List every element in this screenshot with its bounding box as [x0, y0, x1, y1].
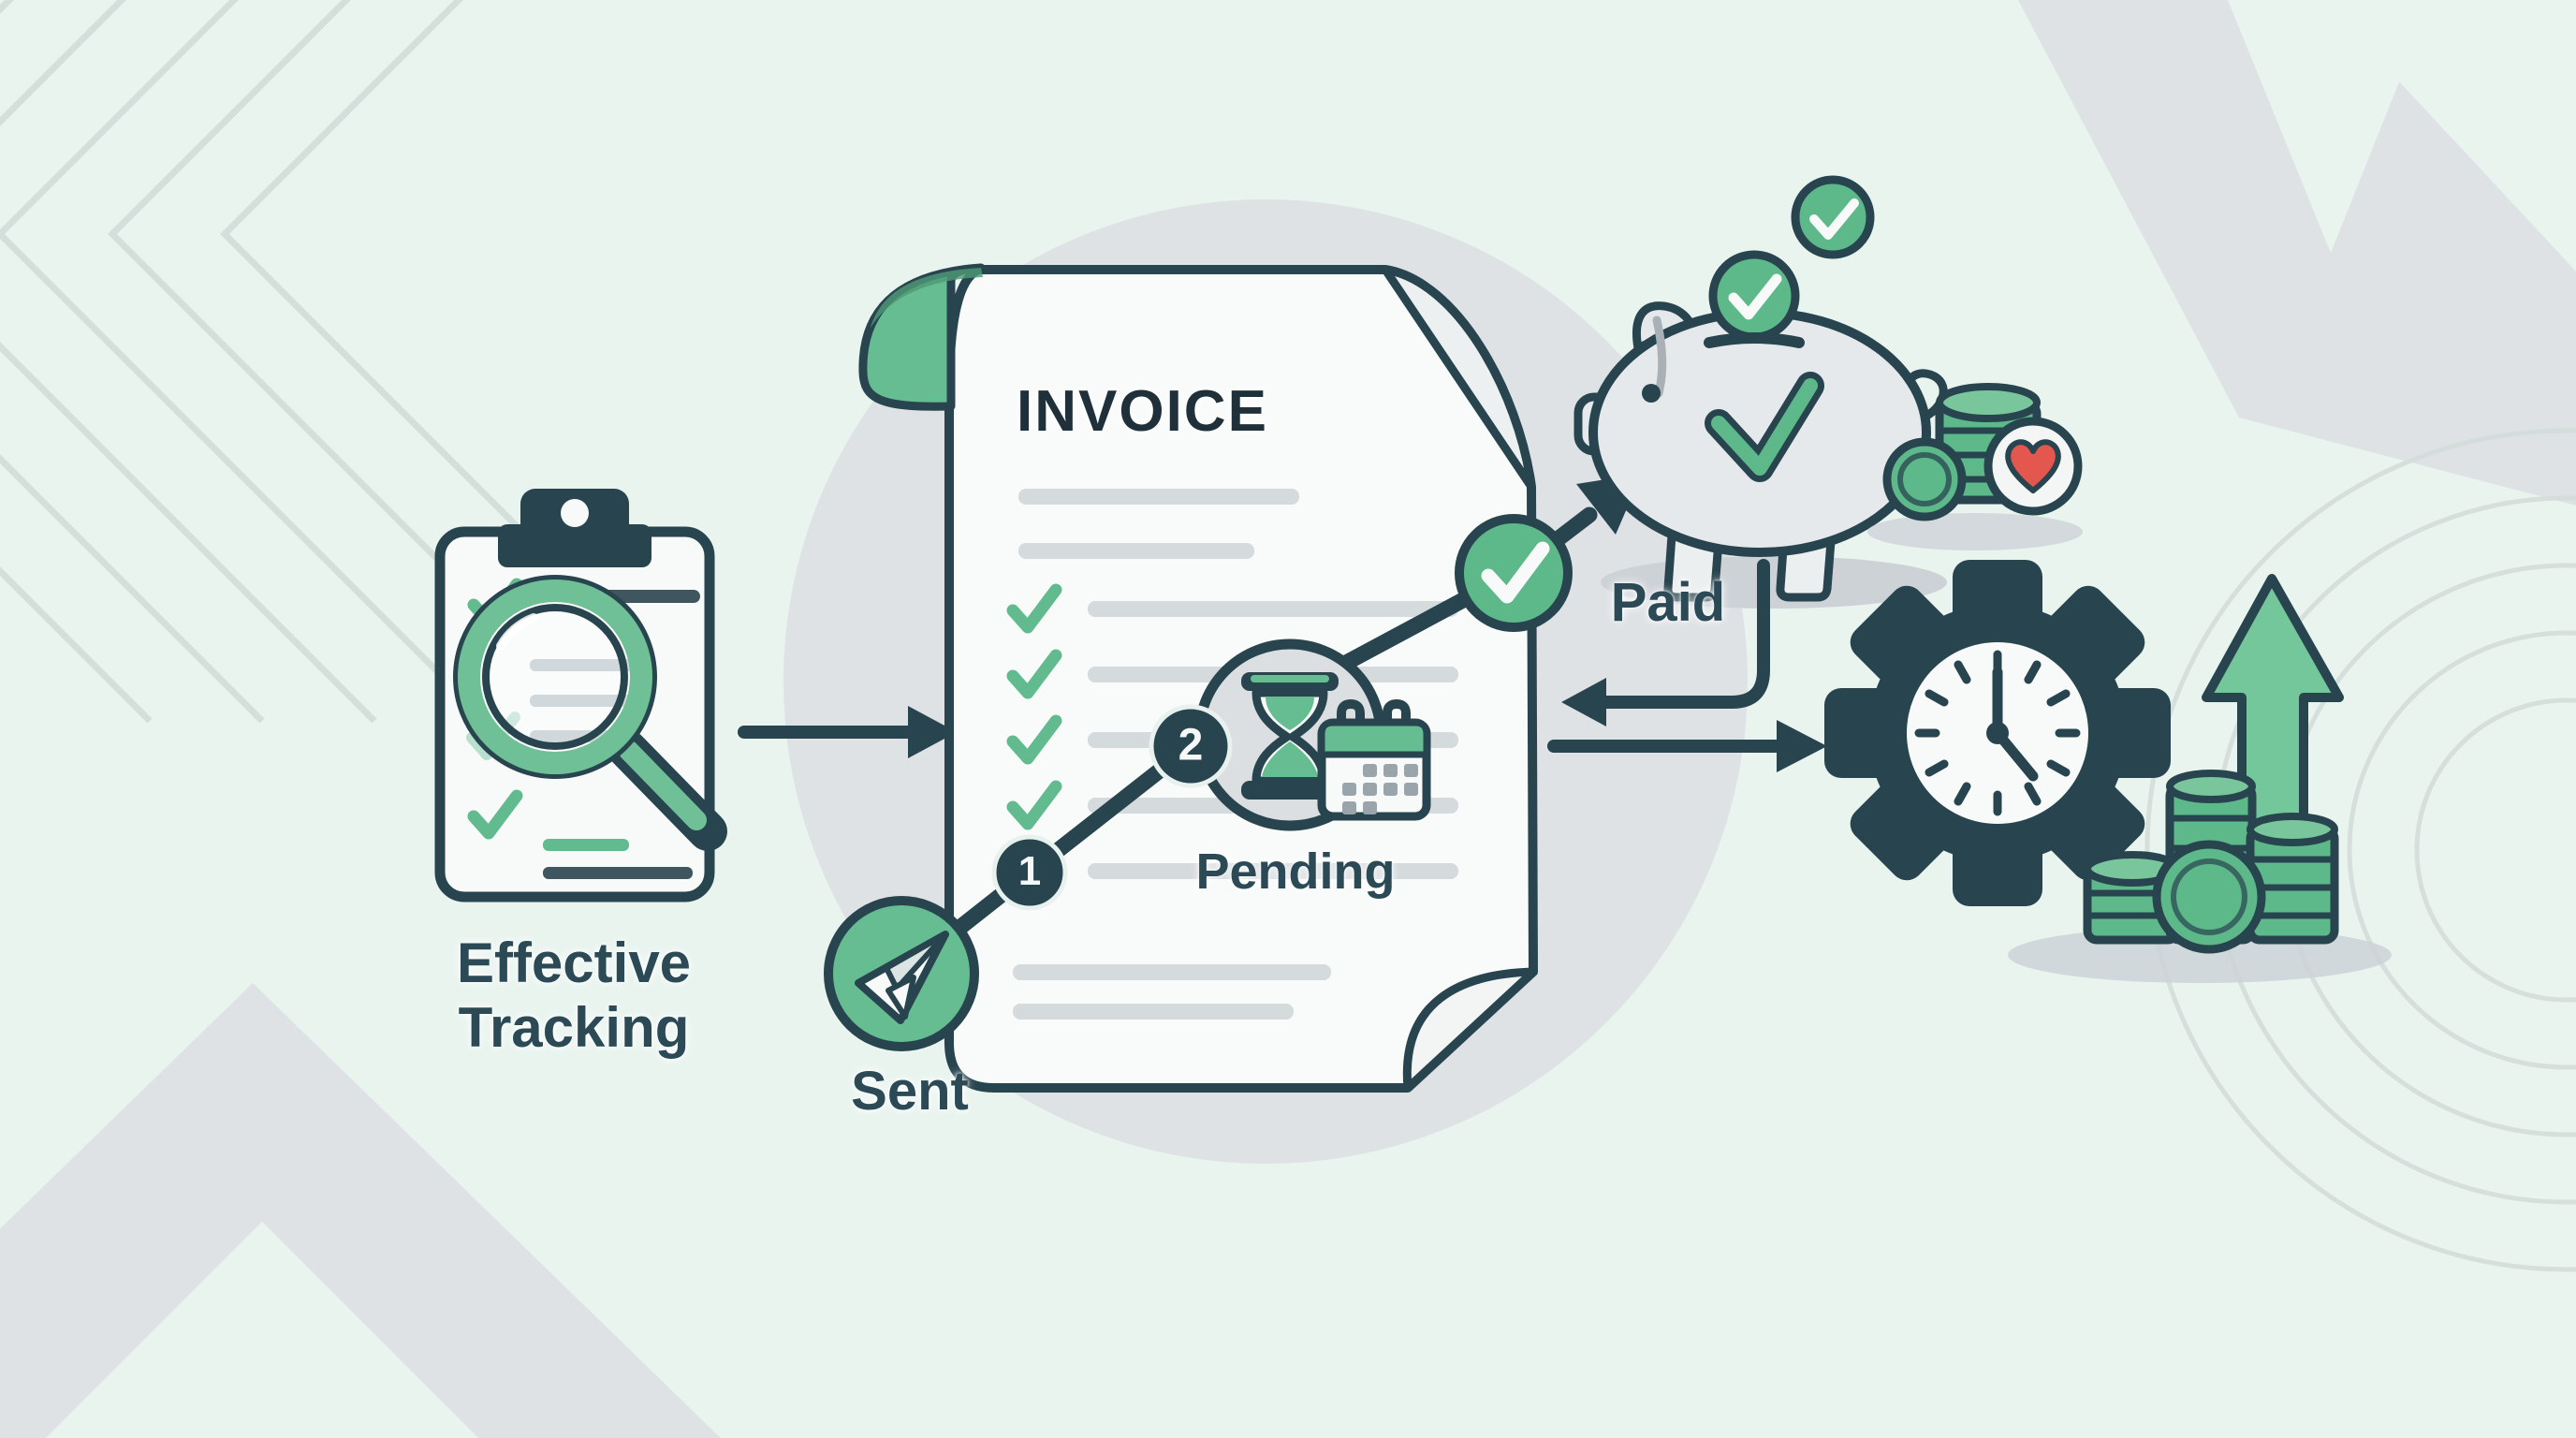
- falling-coin-icon: [1708, 250, 1800, 342]
- caption-effective-tracking: Effective Tracking: [457, 931, 691, 1060]
- clock-icon: [1907, 642, 2088, 824]
- heart-coin-icon: [1983, 417, 2083, 516]
- piggy-eye: [1642, 384, 1661, 403]
- paper-plane-icon: [855, 931, 949, 1024]
- piggy-slot: [1704, 332, 1805, 348]
- step-number-1: 1: [1017, 848, 1042, 894]
- gear-clock-icon: [1824, 560, 2171, 906]
- background-diamond: [0, 983, 721, 1438]
- step-node-1: [991, 834, 1068, 911]
- step-label-sent: Sent: [851, 1061, 969, 1122]
- magnifier-icon: [453, 575, 727, 851]
- checkmark-icon: [467, 789, 523, 840]
- coins-icon: [2008, 770, 2392, 983]
- page-fold-bottom: [1402, 967, 1538, 1093]
- arrow-right-icon: [738, 706, 957, 758]
- forward-arrow-icon: [1547, 720, 1827, 772]
- step-label-pending: Pending: [1195, 844, 1396, 900]
- sent-node: [824, 896, 979, 1051]
- clipboard-icon: [434, 489, 727, 902]
- caption-line1: Effective: [456, 932, 692, 994]
- falling-coin-icon: [1791, 175, 1875, 259]
- calendar-icon: [1317, 698, 1431, 821]
- invoice-title: INVOICE: [1017, 379, 1268, 444]
- check-circle-icon: [1455, 514, 1573, 632]
- caption-line2: Tracking: [458, 996, 690, 1059]
- piggy-body: [1588, 308, 1931, 557]
- step-node-2: [1149, 704, 1233, 788]
- step-number-2: 2: [1178, 720, 1204, 770]
- background-corner-shape: [2018, 0, 2576, 506]
- step-label-paid: Paid: [1610, 572, 1726, 633]
- return-arrow-icon: [1561, 559, 1770, 726]
- page-fold-top: [1381, 265, 1536, 492]
- piggy-bank-icon: [1573, 175, 1948, 609]
